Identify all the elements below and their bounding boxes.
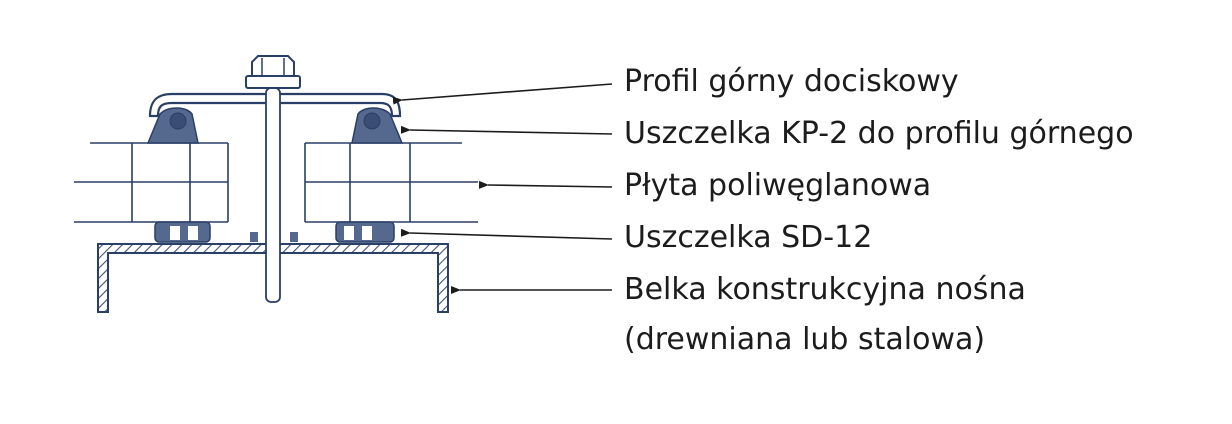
arrow-gasket-sd12 — [400, 228, 613, 240]
support-beam — [97, 243, 449, 313]
base-spacers — [250, 232, 298, 242]
label-gasket-kp2: Uszczelka KP-2 do profilu górnego — [624, 116, 1134, 151]
screw — [245, 55, 301, 303]
label-gasket-sd12: Uszczelka SD-12 — [624, 220, 873, 255]
label-polycarbonate-sheet: Płyta poliwęglanowa — [624, 168, 932, 203]
arrow-gasket-kp2 — [400, 125, 613, 135]
gasket-kp2-right — [351, 107, 404, 144]
label-beam-line2: (drewniana lub stalowa) — [624, 322, 986, 357]
label-top-profile: Profil górny dociskowy — [624, 64, 959, 99]
label-beam-line1: Belka konstrukcyjna nośna — [624, 272, 1026, 307]
polycarbonate-sheet-left — [74, 142, 229, 223]
top-clamping-profile — [148, 92, 402, 118]
gasket-kp2-left — [146, 107, 199, 144]
gasket-sd12-right — [335, 221, 395, 243]
gasket-sd12-left — [154, 221, 211, 243]
leader-lines — [392, 83, 613, 294]
arrow-top-profile — [392, 83, 613, 105]
arrow-polycarbonate — [478, 180, 613, 189]
polycarbonate-sheet-right — [304, 142, 478, 223]
